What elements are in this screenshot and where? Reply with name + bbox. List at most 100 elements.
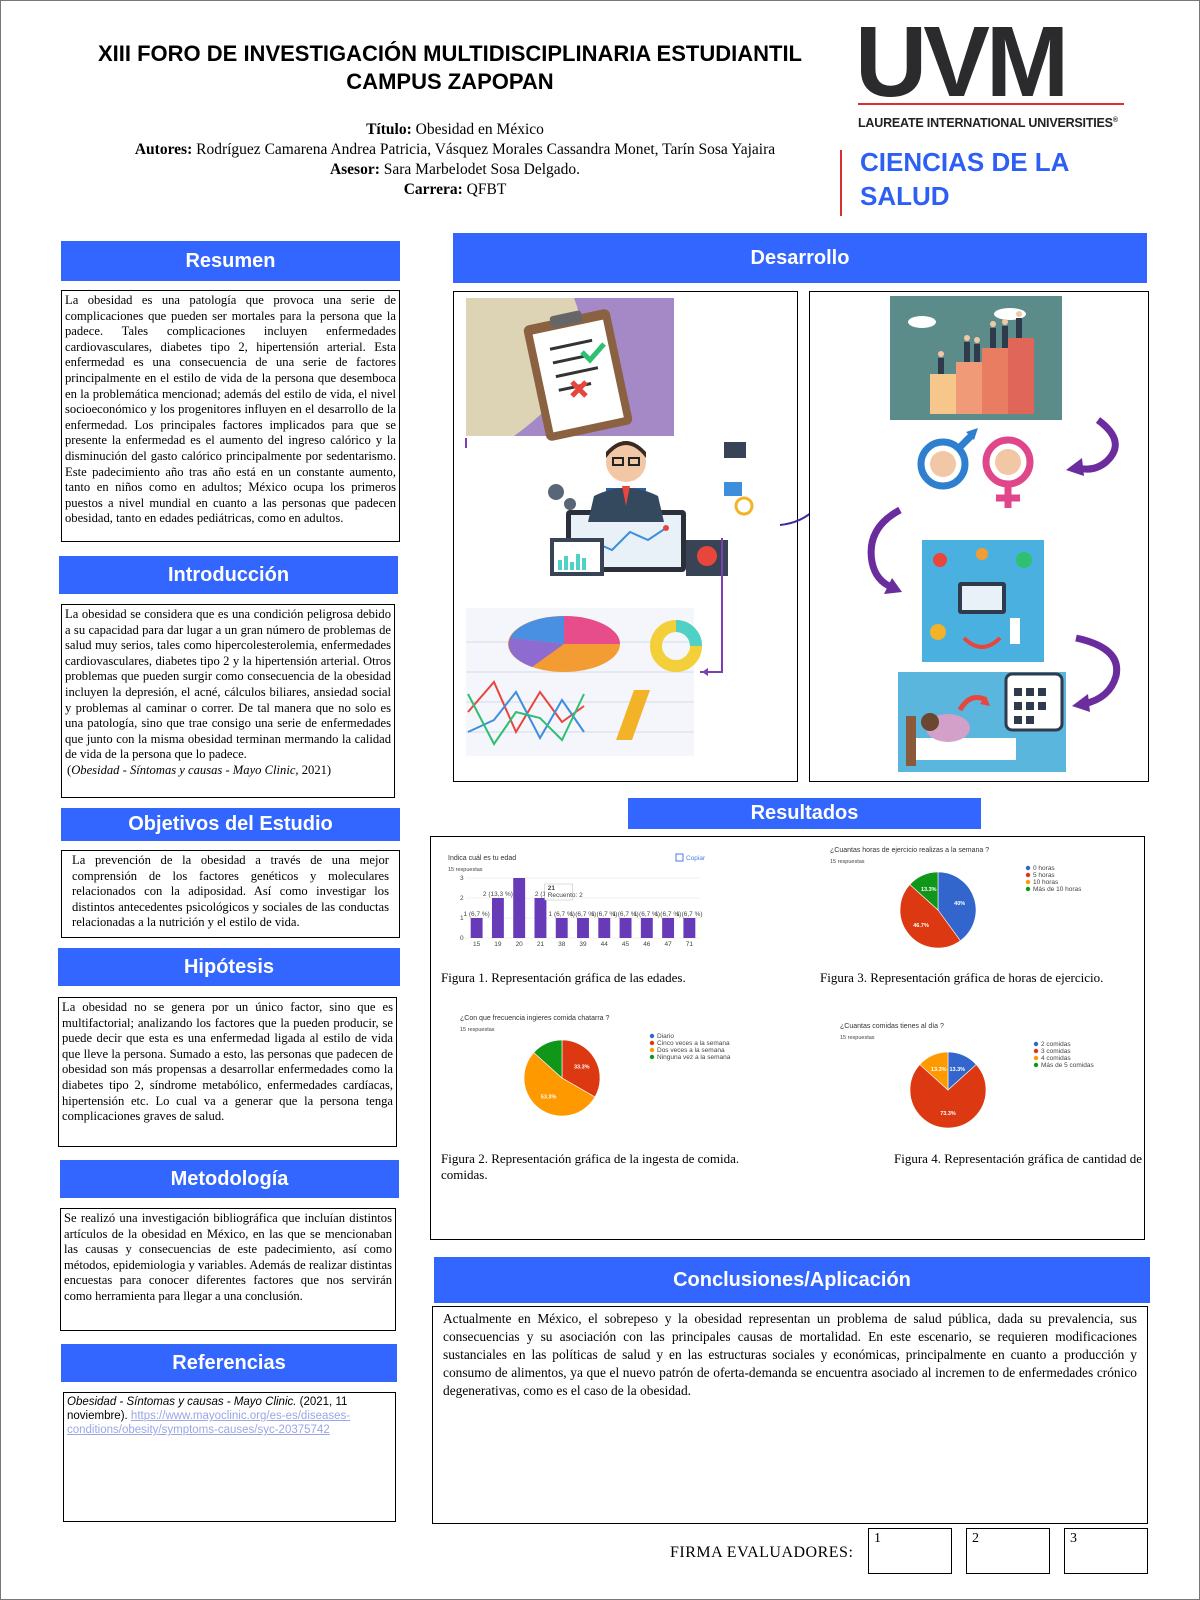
area-line-2: SALUD <box>860 181 950 211</box>
tooltip-label: Recuento: 2 <box>548 892 583 899</box>
introduccion-header: Introducción <box>59 556 398 594</box>
legend-swatch <box>1025 872 1031 878</box>
referencia-date: (2021, 11 noviembre). <box>67 1396 348 1422</box>
introduccion-citation: (Obesidad - Síntomas y causas - Mayo Cli… <box>65 763 391 779</box>
pie-slice-label: 46.7% <box>913 923 929 929</box>
legend-label: Más de 5 comidas <box>1041 1062 1094 1069</box>
legend-swatch <box>649 1047 655 1053</box>
resultados-header: Resultados <box>628 798 981 829</box>
connector-arrowhead <box>702 668 708 676</box>
chart-comida-chatarra: ¿Con que frecuencia ingieres comida chat… <box>460 1015 731 1117</box>
area-line-1: CIENCIAS DE LA <box>860 147 1070 177</box>
desarrollo-left-illustration <box>465 298 754 756</box>
x-tick-label: 47 <box>664 941 672 948</box>
flow-arrows <box>867 417 1121 708</box>
area-label: CIENCIAS DE LA SALUD <box>860 145 1160 213</box>
pie-slice-label: 13.3% <box>931 1067 947 1073</box>
metodologia-header: Metodología <box>60 1160 399 1198</box>
asesor-line: Asesor: Sara Marbelodet Sosa Delgado. <box>60 160 850 180</box>
hipotesis-header: Hipótesis <box>58 948 400 986</box>
pie-slice-label: 73.3% <box>940 1111 956 1117</box>
title-line-1: XIII FORO DE INVESTIGACIÓN MULTIDISCIPLI… <box>97 41 802 66</box>
referencia-link[interactable]: https://www.mayoclinic.org/es-es/disease… <box>67 1410 351 1436</box>
firma-box-2[interactable]: 2 <box>966 1528 1050 1574</box>
carrera-value: QFBT <box>466 181 507 198</box>
logo-subtitle: LAUREATE INTERNATIONAL UNIVERSITIES® <box>858 116 1128 130</box>
x-tick-label: 71 <box>686 941 694 948</box>
bar <box>683 918 696 938</box>
clipboard-illustration <box>466 298 674 441</box>
legend-label: Diario <box>657 1033 674 1040</box>
pie-slice-label: 33.3% <box>574 1065 590 1071</box>
chart-chatarra-title: ¿Con que frecuencia ingieres comida chat… <box>460 1015 610 1022</box>
referencias-box: Obesidad - Síntomas y causas - Mayo Clin… <box>63 1392 396 1522</box>
chart-edades-subtitle: 15 respuestas <box>448 867 483 873</box>
chart-ejercicio-title: ¿Cuantas horas de ejercicio realizas a l… <box>830 847 989 854</box>
x-tick-label: 20 <box>516 941 524 948</box>
caption-fig1: Figura 1. Representación gráfica de las … <box>441 970 686 985</box>
legend-swatch <box>649 1054 655 1060</box>
pie-slice <box>561 1039 601 1098</box>
chart-edades: Indica cuál es tu edad 15 respuestas Cop… <box>448 853 706 948</box>
legend-label: 10 horas <box>1033 879 1059 886</box>
firma-box-3[interactable]: 3 <box>1064 1528 1148 1574</box>
resumen-header: Resumen <box>61 241 400 281</box>
copy-icon[interactable] <box>675 853 684 862</box>
pie-slice <box>533 1039 563 1079</box>
legend-label: 5 horas <box>1033 872 1055 879</box>
x-tick-label: 38 <box>558 941 566 948</box>
y-tick-label: 3 <box>460 875 464 882</box>
poster-meta: Título: Obesidad en México Autores: Rodr… <box>60 120 850 200</box>
analyst-illustration <box>548 441 754 576</box>
titulo-value: Obesidad en México <box>415 121 544 138</box>
caption-fig4-wrap: comidas. <box>441 1167 488 1182</box>
bar <box>662 918 675 938</box>
bar-data-label: 1 (6,7 %) <box>612 911 638 918</box>
legend-swatch <box>1025 879 1031 885</box>
titulo-label: Título: <box>366 121 412 138</box>
objetivos-text: La prevención de la obesidad a través de… <box>61 850 400 938</box>
citation-open: ( <box>67 762 72 777</box>
pie-slice <box>909 871 939 911</box>
firma-box-1[interactable]: 1 <box>868 1528 952 1574</box>
legend-label: 0 horas <box>1033 865 1055 872</box>
bar <box>577 918 589 938</box>
bar-data-label: 1 (6,7 %) <box>676 911 702 918</box>
lifestyle-illustration <box>922 540 1044 662</box>
copy-link[interactable]: Copiar <box>686 855 706 862</box>
desarrollo-right-illustration <box>867 296 1121 772</box>
legend-label: 4 comidas <box>1041 1055 1071 1062</box>
legend-swatch <box>1033 1048 1039 1054</box>
desarrollo-header: Desarrollo <box>453 233 1147 283</box>
asesor-label: Asesor: <box>329 161 380 178</box>
chart-comidas-subtitle: 15 respuestas <box>840 1035 875 1041</box>
pie-slice <box>919 1051 949 1091</box>
tooltip-category: 21 <box>548 885 556 892</box>
legend-label: 3 comidas <box>1041 1048 1071 1055</box>
chart-chatarra-subtitle: 15 respuestas <box>460 1027 495 1033</box>
y-tick-label: 2 <box>460 895 464 902</box>
bar-data-label: 1 (6,7 %) <box>549 911 575 918</box>
legend-label: Cinco veces a la semana <box>657 1040 730 1047</box>
bar <box>470 918 483 938</box>
citation-italic: Obesidad - Síntomas y causas - Mayo Clin… <box>71 762 296 777</box>
chart-ejercicio-subtitle: 15 respuestas <box>830 859 865 865</box>
pie-slice <box>909 1064 987 1129</box>
introduccion-text: La obesidad se considera que es una cond… <box>65 607 391 762</box>
asesor-value: Sara Marbelodet Sosa Delgado. <box>383 161 581 178</box>
tooltip-box <box>544 883 573 901</box>
caption-fig4: Figura 4. Representación gráfica de cant… <box>894 1151 1142 1166</box>
legend-swatch <box>1025 886 1031 892</box>
bar-data-label: 2 (13,3 %) <box>483 891 513 898</box>
bar-data-label: 1 (6,7 %) <box>591 911 617 918</box>
metodologia-text: Se realizó una investigación bibliográfi… <box>60 1208 396 1331</box>
x-tick-label: 44 <box>601 941 609 948</box>
pie-slice <box>899 884 961 949</box>
report-charts-illustration <box>466 608 702 756</box>
referencia-title: Obesidad - Síntomas y causas - Mayo Clin… <box>67 1396 297 1408</box>
bar <box>513 878 526 938</box>
